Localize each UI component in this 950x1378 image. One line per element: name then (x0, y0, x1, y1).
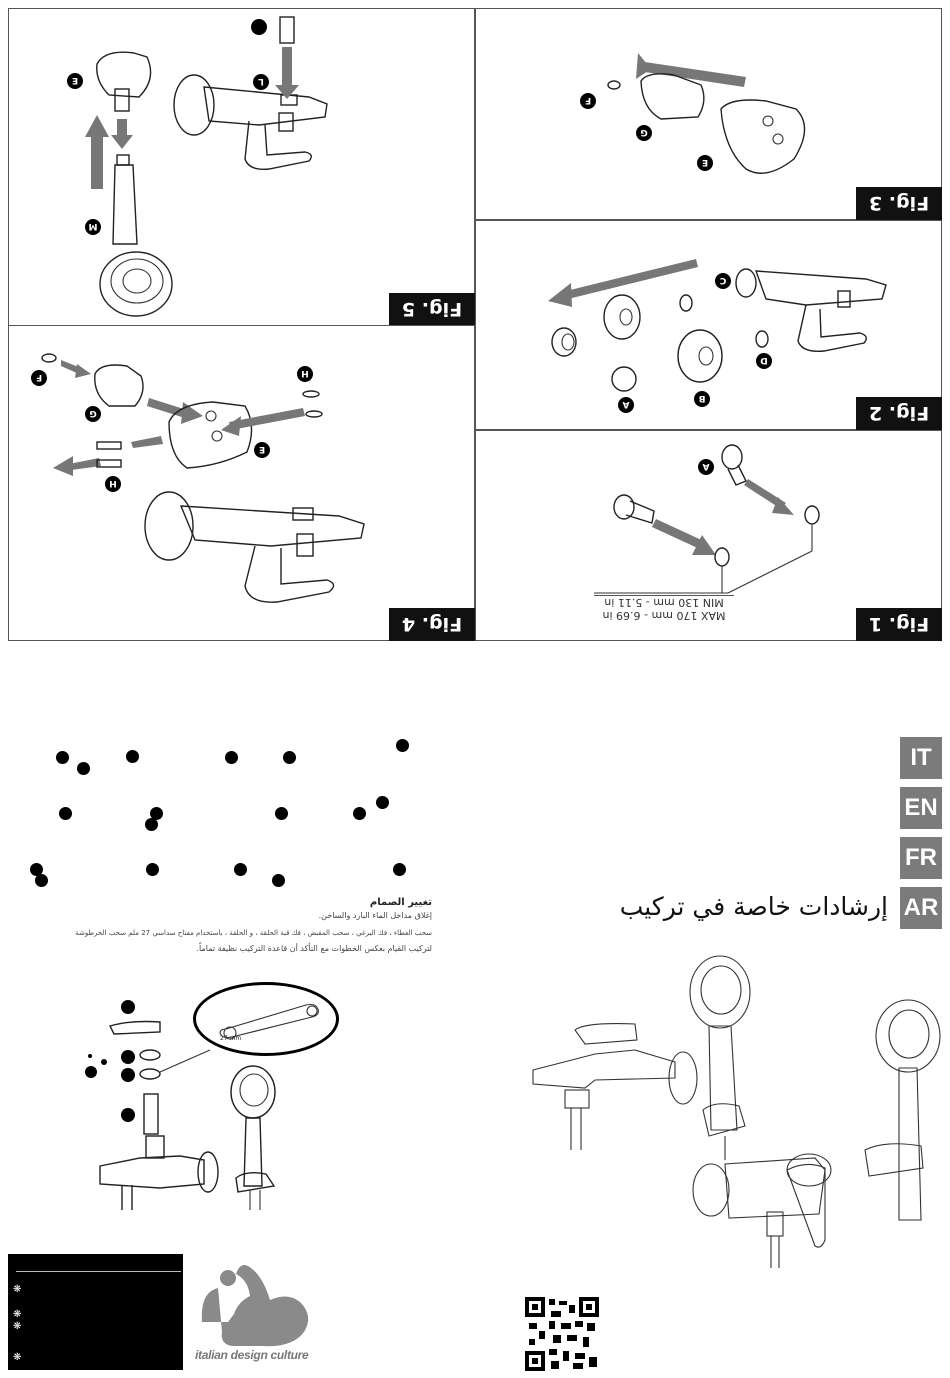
dot-marker (145, 818, 158, 831)
fig2-illustration: C D B A (548, 259, 887, 413)
dot-marker (56, 751, 69, 764)
bullet-icon: ❋ (13, 1309, 22, 1320)
valve-line-1: إغلاق مداخل الماء البارد والساخن. (318, 911, 432, 920)
valve-exploded-diagram (85, 1000, 276, 1210)
fig4-tag-label: Fig. 4 (401, 613, 463, 636)
svg-text:A: A (702, 461, 709, 471)
svg-text:C: C (719, 275, 726, 285)
arabic-title: إرشادات خاصة في تركيب (619, 892, 888, 921)
valve-line-3: لتركيب القيام بعكس الخطوات مع التأكد أن … (196, 944, 432, 953)
dot-marker (353, 807, 366, 820)
fig2-tag-label: Fig. 2 (868, 402, 930, 425)
svg-text:H: H (301, 368, 309, 378)
dot-marker (126, 750, 139, 763)
dot-marker (30, 863, 43, 876)
svg-text:G: G (89, 408, 96, 418)
fig1-tag: Fig. 1 (856, 608, 942, 641)
wrench-size-label: 27 mm (220, 1035, 242, 1042)
svg-text:F: F (585, 95, 591, 105)
svg-text:E: E (72, 75, 78, 85)
svg-text:G: G (640, 127, 647, 137)
svg-text:B: B (698, 393, 705, 403)
fig5-tag-label: Fig. 5 (401, 298, 463, 321)
logo-text: italian design culture (195, 1348, 309, 1362)
dot-marker (146, 863, 159, 876)
fig3-tag: Fig. 3 (856, 187, 942, 220)
wrench-icon (219, 1003, 319, 1040)
fig5-panel: I L E M Fig. 5 (8, 8, 475, 326)
valve-line-2: سحب الغطاء ، فك البرغي ، سحب المقبض ، فك… (75, 929, 432, 937)
svg-text:E: E (702, 157, 708, 167)
fig2-panel: C D B A Fig. 2 (475, 220, 942, 430)
dot-marker (234, 863, 247, 876)
bullet-icon: ❋ (13, 1284, 22, 1295)
svg-text:H: H (109, 478, 117, 488)
valve-heading: تغيير الصمام (369, 897, 432, 908)
svg-text:M: M (88, 221, 97, 231)
qr-code[interactable] (525, 1297, 599, 1371)
dot-marker (283, 751, 296, 764)
fig4-panel: H F G E H Fig. 4 (8, 325, 475, 641)
dot-marker (275, 807, 288, 820)
fig1-panel: A MAX 170 mm - 6.69 in MIN 130 mm - 5.11… (475, 430, 942, 641)
lang-en[interactable]: EN (900, 787, 942, 829)
dot-marker (225, 751, 238, 764)
lang-it[interactable]: IT (900, 737, 942, 779)
dot-marker (150, 807, 163, 820)
fig3-panel: F G E Fig. 3 (475, 8, 942, 220)
lang-fr[interactable]: FR (900, 837, 942, 879)
info-box-divider (16, 1271, 181, 1272)
lang-ar[interactable]: AR (900, 887, 942, 929)
fig4-illustration: H F G E H (31, 353, 365, 603)
svg-text:F: F (36, 372, 42, 382)
svg-text:I: I (222, 301, 225, 311)
fig1-min-text: MIN 130 mm - 5.11 in (594, 595, 734, 609)
wrench-callout: 27 mm (193, 982, 339, 1056)
fig5-tag: Fig. 5 (389, 293, 475, 326)
product-illustration (532, 955, 941, 1268)
dot-marker (59, 807, 72, 820)
fig4-tag: Fig. 4 (389, 608, 475, 641)
fig3-illustration: F G E (580, 53, 806, 174)
svg-text:E: E (259, 444, 265, 454)
fig3-tag-label: Fig. 3 (868, 192, 930, 215)
brand-logo (201, 1265, 309, 1347)
svg-text:A: A (622, 399, 629, 409)
bullet-icon: ❋ (13, 1352, 22, 1363)
dot-marker (376, 796, 389, 809)
svg-text:L: L (258, 76, 264, 86)
fig5-illustration: I L E M (67, 16, 328, 317)
dot-marker (393, 863, 406, 876)
info-box: ❋ ❋ ❋ ❋ (8, 1254, 183, 1370)
dot-marker (35, 874, 48, 887)
dot-marker (77, 762, 90, 775)
bullet-icon: ❋ (13, 1321, 22, 1332)
svg-text:D: D (760, 355, 767, 365)
fig2-tag: Fig. 2 (856, 397, 942, 430)
fig1-max-text: MAX 170 mm - 6.69 in (602, 609, 726, 622)
dot-marker (396, 739, 409, 752)
dot-marker (272, 874, 285, 887)
fig1-illustration: A (594, 444, 820, 594)
fig1-tag-label: Fig. 1 (868, 613, 930, 636)
